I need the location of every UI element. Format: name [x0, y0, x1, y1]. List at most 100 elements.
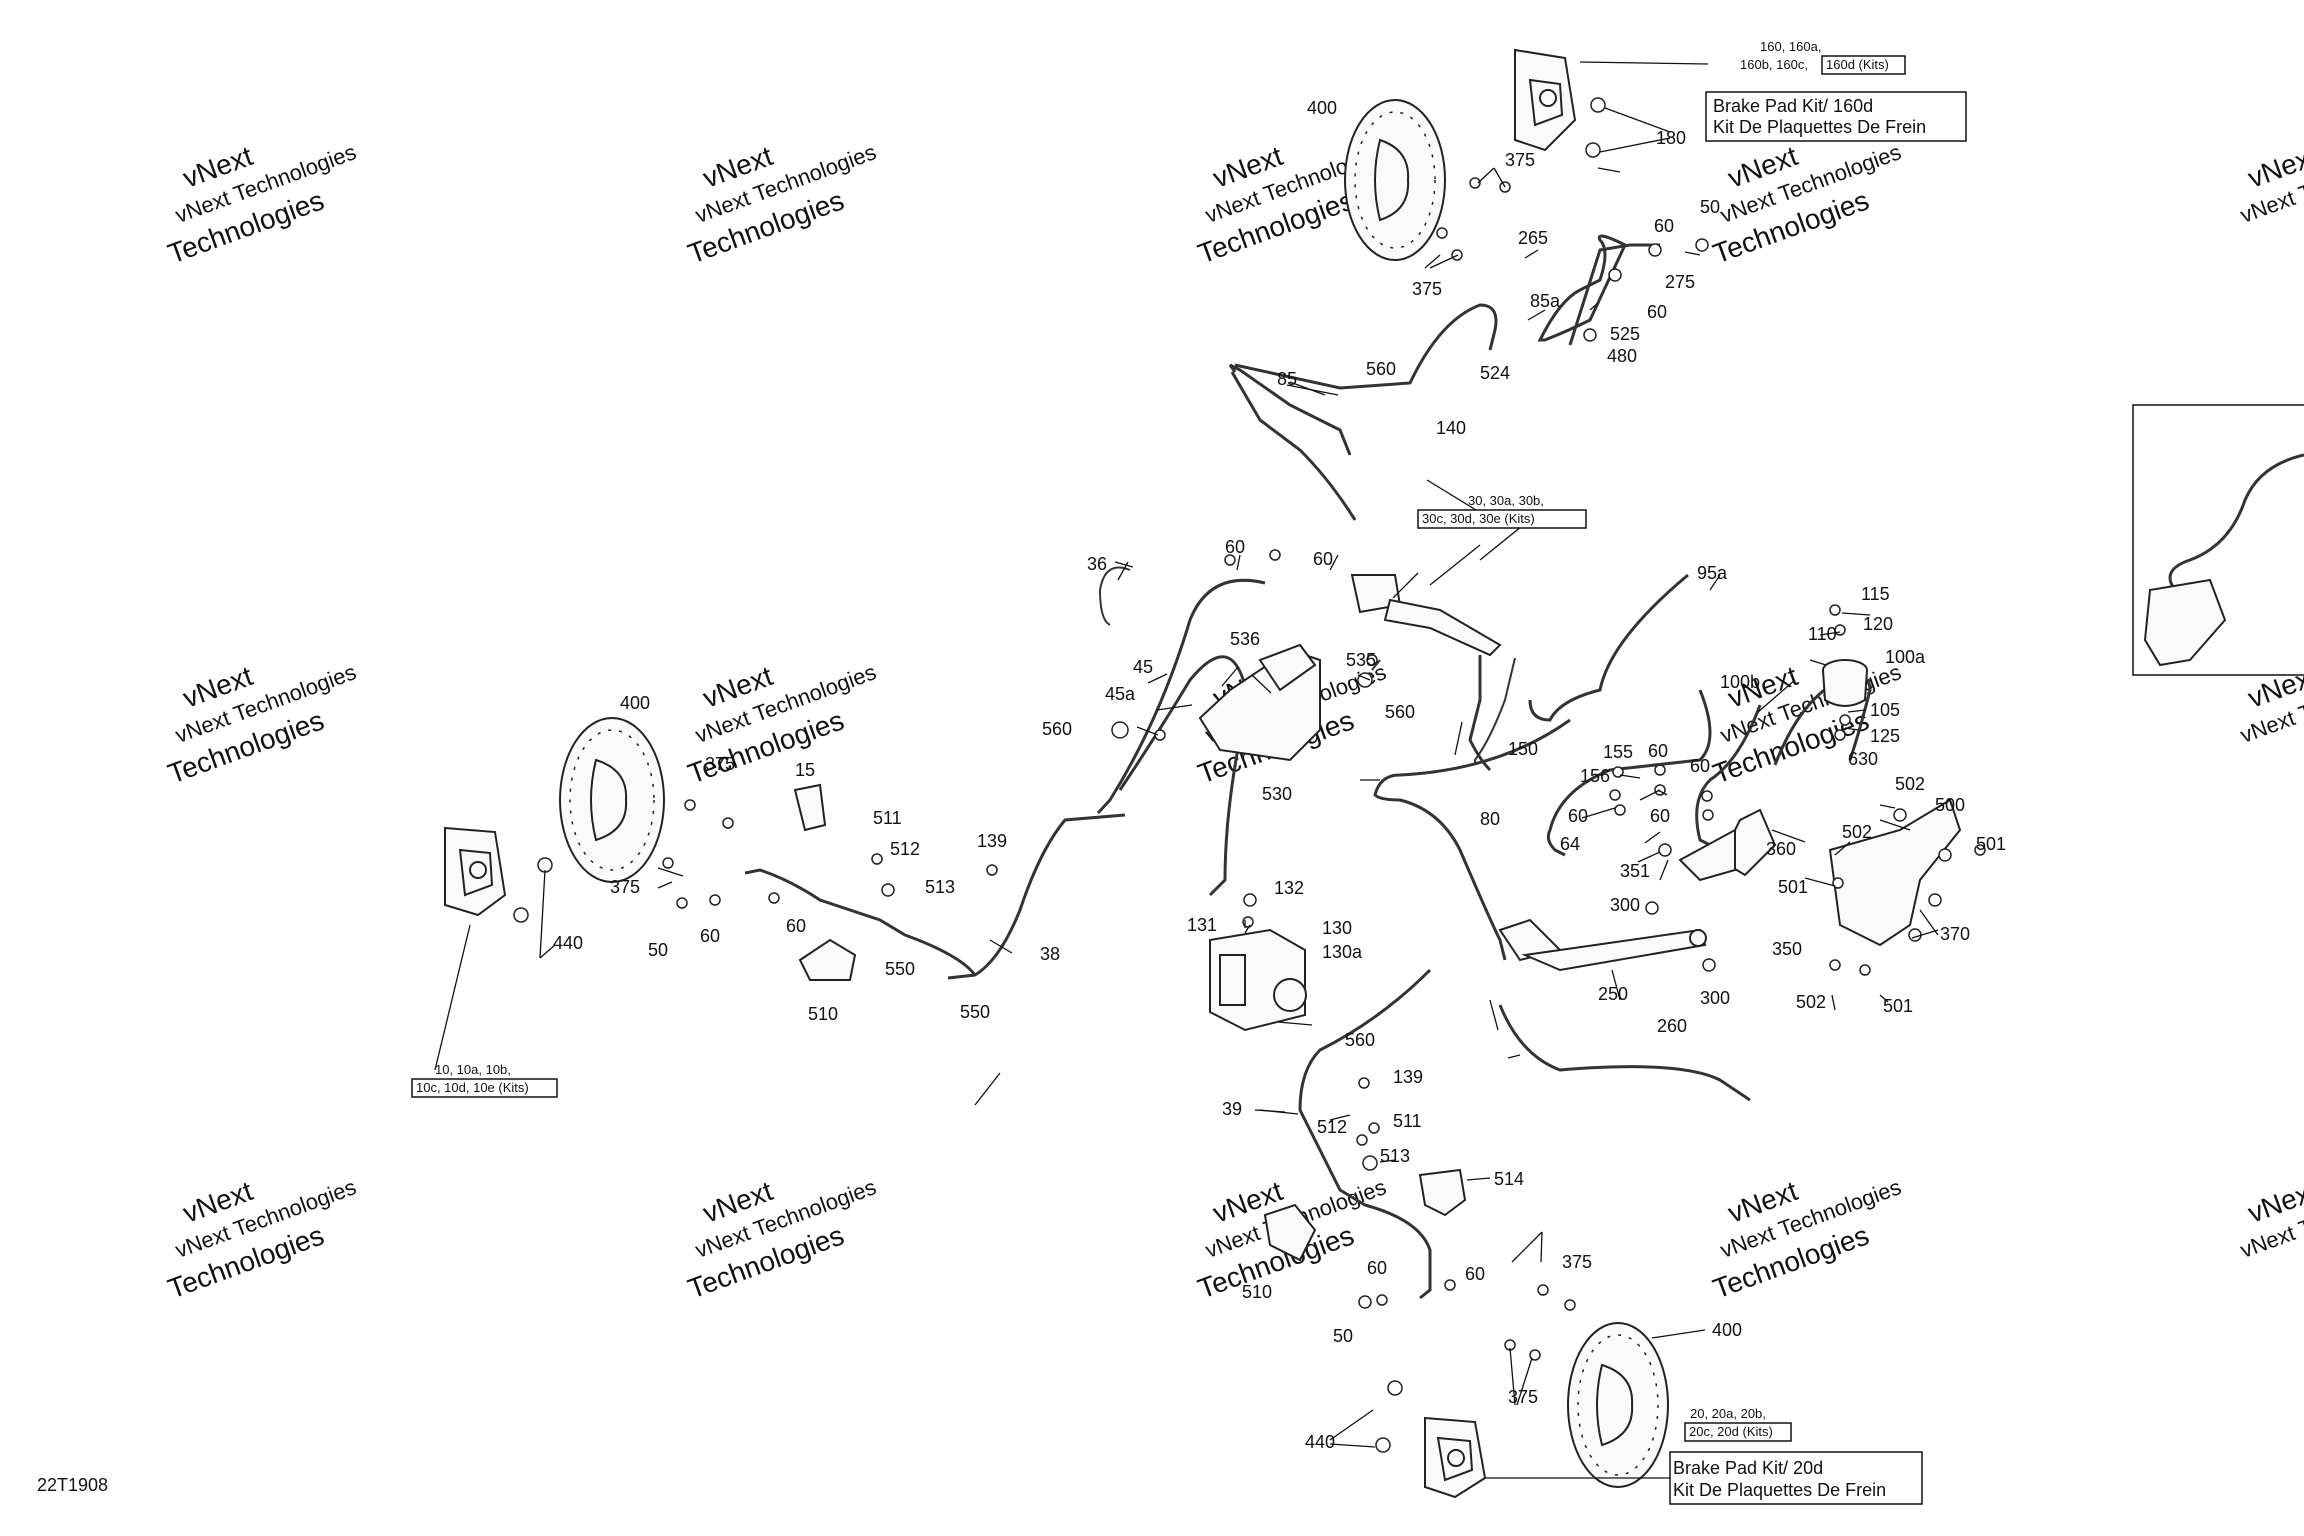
left-caliper: [444, 826, 507, 917]
callout: 260: [1657, 1016, 1687, 1036]
callout: 375: [1562, 1252, 1592, 1272]
callout: 60: [1650, 806, 1670, 826]
callout: 155: [1603, 742, 1633, 762]
fasteners: [513, 97, 1986, 1453]
callout: 85: [1277, 369, 1297, 389]
callout: 275: [1665, 272, 1695, 292]
callout: 64: [1560, 834, 1580, 854]
callout: 130: [1322, 918, 1352, 938]
callout: 45a: [1105, 684, 1136, 704]
kit-line-boxed: 30c, 30d, 30e (Kits): [1422, 511, 1535, 526]
callout: 265: [1518, 228, 1548, 248]
callout: 535: [1346, 650, 1376, 670]
callout: 524: [1480, 363, 1510, 383]
kit-box-left-caliper: 10, 10a, 10b, 10c, 10d, 10e (Kits): [411, 1062, 558, 1098]
callout: 15: [795, 760, 815, 780]
kit-box-brake-pad-20d: Brake Pad Kit/ 20d Kit De Plaquettes De …: [1669, 1451, 1923, 1505]
callout: 513: [925, 877, 955, 897]
callout: 510: [1242, 1282, 1272, 1302]
master-cylinder: [1350, 574, 1502, 657]
callout: 501: [1778, 877, 1808, 897]
leader-lines: [434, 61, 1939, 1479]
callout: 100a: [1885, 647, 1926, 667]
callout: 131: [1187, 915, 1217, 935]
callout: 502: [1796, 992, 1826, 1012]
abs-bracket: [1198, 643, 1321, 762]
brake-disc-rear: [1344, 99, 1446, 261]
callout: 115: [1861, 584, 1890, 604]
callout: 560: [1042, 719, 1072, 739]
callout: 50: [648, 940, 668, 960]
kit-line-boxed: 10c, 10d, 10e (Kits): [416, 1080, 529, 1095]
kit-line: Brake Pad Kit/ 160d: [1713, 96, 1873, 116]
kit-box-rear-caliper: 160, 160a, 160b, 160c, 160d (Kits): [1740, 39, 1906, 75]
brake-pedal: [1498, 918, 1707, 972]
callout: 511: [1393, 1111, 1422, 1131]
rear-master-cylinder: [1678, 808, 1777, 882]
callout: 36: [1087, 554, 1107, 574]
callout: 400: [1712, 1320, 1742, 1340]
callout: 38: [1040, 944, 1060, 964]
kit-line: Brake Pad Kit/ 20d: [1673, 1458, 1823, 1478]
kit-line: 30, 30a, 30b,: [1468, 493, 1544, 508]
abs-module: [1209, 928, 1307, 1032]
callout: 400: [620, 693, 650, 713]
callout: 125: [1870, 726, 1900, 746]
callout: 350: [1772, 939, 1802, 959]
callout: 60: [1648, 741, 1668, 761]
callout-labels: 400 180 375 265 60 50 275 60 85a 525 480…: [553, 98, 2006, 1452]
kit-line: Kit De Plaquettes De Frein: [1673, 1480, 1886, 1500]
callout: 375: [610, 877, 640, 897]
kit-box-master-cylinder: 30, 30a, 30b, 30c, 30d, 30e (Kits): [1417, 493, 1587, 529]
kit-line-boxed: 160d (Kits): [1826, 57, 1889, 72]
callout: 375: [1508, 1387, 1538, 1407]
reservoir: [1822, 659, 1868, 707]
callout: 60: [1654, 216, 1674, 236]
callout: 139: [977, 831, 1007, 851]
callout: 60: [700, 926, 720, 946]
kit-line-boxed: 20c, 20d (Kits): [1689, 1424, 1773, 1439]
callout: 100b: [1720, 672, 1760, 692]
callout: 514: [1494, 1169, 1524, 1189]
brake-disc-front-left: [559, 717, 665, 883]
callout: 85a: [1530, 291, 1561, 311]
callout: 375: [705, 754, 735, 774]
kit-line: Kit De Plaquettes De Frein: [1713, 117, 1926, 137]
kit-line: 160, 160a,: [1760, 39, 1821, 54]
callout: 510: [808, 1004, 838, 1024]
callout: 630: [1848, 749, 1878, 769]
callout: 139: [1393, 1067, 1423, 1087]
callout: 150: [1508, 739, 1538, 759]
callout: 400: [1307, 98, 1337, 118]
callout: 80: [1480, 809, 1500, 829]
callout: 60: [1225, 537, 1245, 557]
callout: 512: [1317, 1117, 1347, 1137]
callout: 550: [960, 1002, 990, 1022]
callout: 375: [1412, 279, 1442, 299]
callout: 180: [1656, 128, 1686, 148]
callout: 156: [1580, 766, 1610, 786]
sensor-15: [793, 783, 827, 832]
callout: 375: [1505, 150, 1535, 170]
callout: 560: [1366, 359, 1396, 379]
callout: 512: [890, 839, 920, 859]
callout: 45: [1133, 657, 1153, 677]
callout: 502: [1842, 822, 1872, 842]
callout: 360: [1766, 839, 1796, 859]
callout: 50: [1333, 1326, 1353, 1346]
callout: 502: [1895, 774, 1925, 794]
callout: 140: [1436, 418, 1466, 438]
rear-caliper: [1514, 48, 1577, 152]
callout: 501: [1976, 834, 2006, 854]
callout: 511: [873, 808, 902, 828]
kit-line: 160b, 160c,: [1740, 57, 1808, 72]
callout: 525: [1610, 324, 1640, 344]
clip-510-right: [1263, 1203, 1317, 1262]
callout: 300: [1610, 895, 1640, 915]
callout: 440: [553, 933, 583, 953]
kit-box-right-caliper: 20, 20a, 20b, 20c, 20d (Kits): [1684, 1406, 1792, 1442]
callout: 560: [1345, 1030, 1375, 1050]
callout: 60: [1568, 806, 1588, 826]
kit-line: 10, 10a, 10b,: [435, 1062, 511, 1077]
